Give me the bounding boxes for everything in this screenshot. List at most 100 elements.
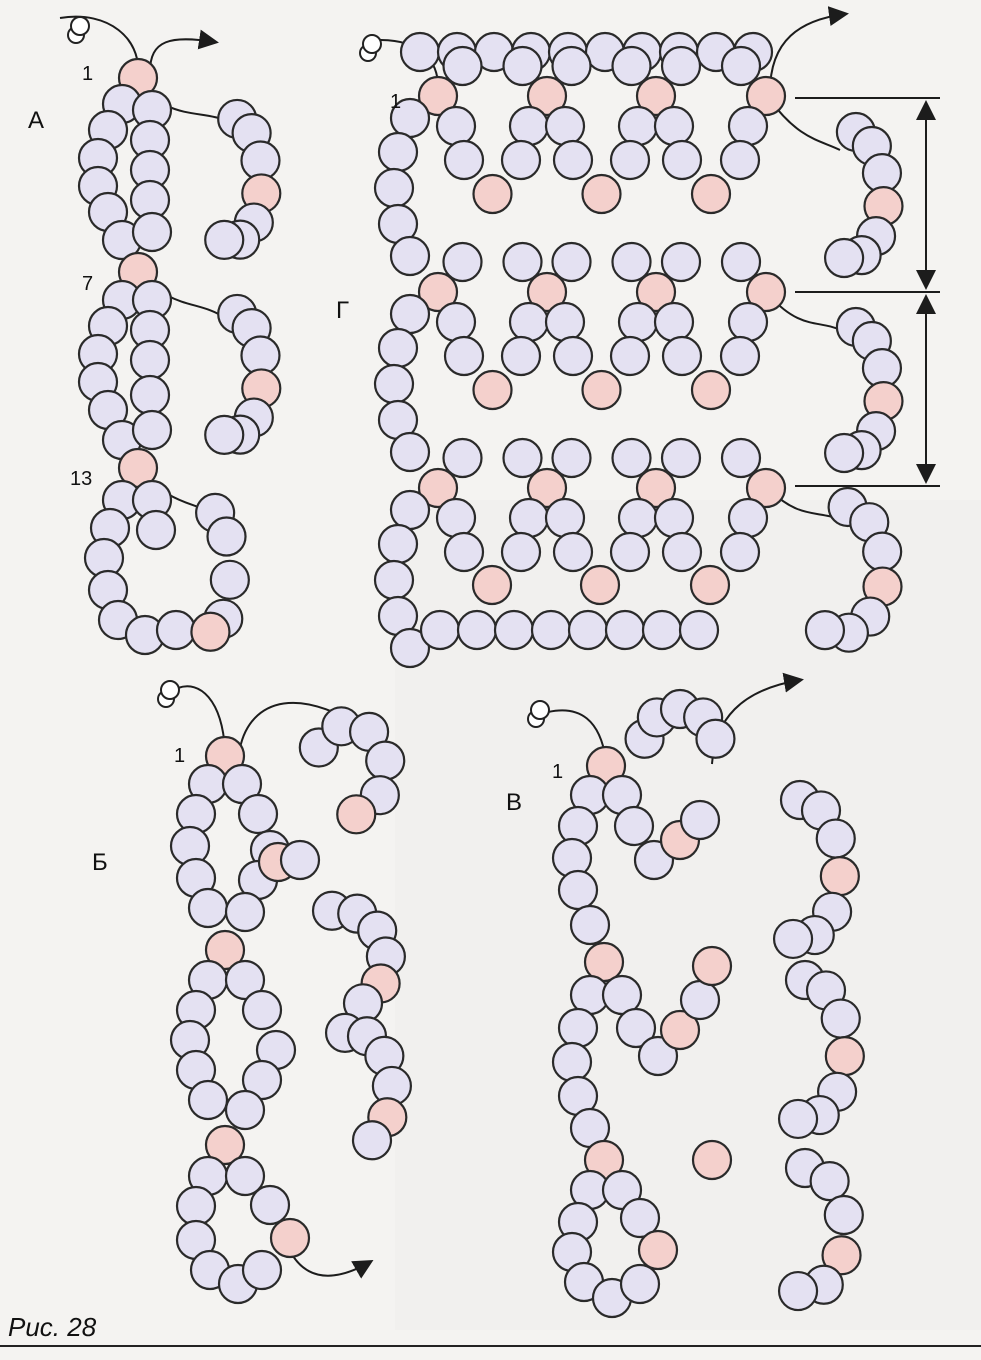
beads-layer: [67, 16, 904, 1319]
bead: [823, 1194, 864, 1236]
bead: [609, 139, 651, 181]
bead: [129, 339, 171, 381]
bead: [530, 609, 572, 651]
accent-bead: [745, 75, 787, 117]
bead: [727, 497, 769, 539]
bead: [678, 609, 720, 651]
bead: [809, 1161, 850, 1202]
bead: [135, 509, 177, 551]
bead: [187, 887, 229, 929]
bead: [601, 1169, 643, 1211]
bead: [377, 327, 419, 369]
panel-label-b: Б: [92, 849, 108, 876]
bead: [373, 167, 415, 209]
accent-bead: [659, 1009, 701, 1051]
bead: [567, 609, 609, 651]
bead: [435, 301, 477, 343]
bead: [443, 139, 485, 181]
bead: [155, 609, 197, 651]
bead: [551, 437, 592, 479]
accent-bead: [824, 1036, 865, 1077]
bead: [241, 1249, 283, 1291]
bead: [641, 609, 683, 651]
accent-bead: [204, 1124, 246, 1166]
bead: [389, 293, 431, 335]
bead: [508, 301, 550, 343]
bead: [377, 131, 419, 173]
figure-caption: Рис. 28: [8, 1312, 97, 1342]
bead: [611, 437, 652, 479]
bead: [206, 516, 247, 557]
bead: [224, 891, 266, 933]
bead: [820, 998, 861, 1039]
bead: [279, 839, 321, 881]
bead: [719, 531, 761, 573]
bead: [419, 609, 461, 651]
bead: [544, 497, 586, 539]
accent-bead: [581, 369, 622, 411]
bead: [224, 1089, 266, 1131]
accent-bead: [471, 564, 513, 606]
bead: [552, 335, 594, 377]
bead: [617, 497, 659, 539]
bead: [209, 559, 250, 600]
bead: [823, 432, 865, 474]
bead: [442, 45, 483, 87]
bead: [695, 718, 736, 759]
bead: [551, 45, 592, 87]
bead: [389, 431, 431, 473]
bead: [373, 363, 415, 405]
bead: [544, 105, 586, 147]
bead: [727, 301, 769, 343]
accent-bead: [745, 271, 787, 313]
bead: [131, 211, 173, 253]
accent-bead: [637, 1229, 679, 1271]
accent-bead: [417, 75, 459, 117]
bead: [557, 869, 599, 911]
stop-bead: [160, 680, 180, 700]
accent-bead: [581, 173, 622, 215]
bead: [719, 335, 761, 377]
bead: [175, 1185, 217, 1227]
dimension-markers: [795, 97, 940, 487]
bead: [617, 105, 659, 147]
bead: [204, 219, 245, 260]
bead: [389, 627, 431, 669]
bead: [609, 335, 651, 377]
bead: [862, 531, 903, 572]
bead: [727, 105, 769, 147]
bead: [679, 799, 721, 841]
bead: [661, 531, 703, 573]
bead: [204, 414, 245, 455]
accent-bead: [690, 369, 732, 411]
bead: [660, 45, 702, 87]
bead-number-1-g: 1: [390, 91, 401, 113]
bead: [604, 609, 646, 651]
bead: [224, 1155, 266, 1197]
bead-number-1-v: 1: [552, 761, 563, 783]
accent-bead: [190, 611, 231, 652]
bead: [456, 609, 498, 651]
bead: [551, 241, 592, 283]
panel-label-a: А: [28, 107, 44, 134]
bead: [661, 139, 703, 181]
accent-bead: [689, 564, 731, 606]
bead: [777, 1098, 819, 1140]
bead-number-1-b: 1: [174, 745, 185, 767]
bead: [569, 904, 611, 946]
bead: [613, 805, 655, 847]
bead: [823, 237, 865, 279]
bead: [653, 301, 695, 343]
bead: [443, 531, 485, 573]
bead: [552, 531, 594, 573]
accent-bead: [579, 564, 621, 606]
bead: [502, 45, 543, 87]
bead: [442, 241, 483, 283]
accent-bead: [691, 945, 733, 987]
bead: [442, 437, 483, 479]
bead: [544, 301, 586, 343]
bead: [399, 31, 441, 73]
accent-bead: [745, 467, 787, 509]
bead: [365, 740, 406, 781]
